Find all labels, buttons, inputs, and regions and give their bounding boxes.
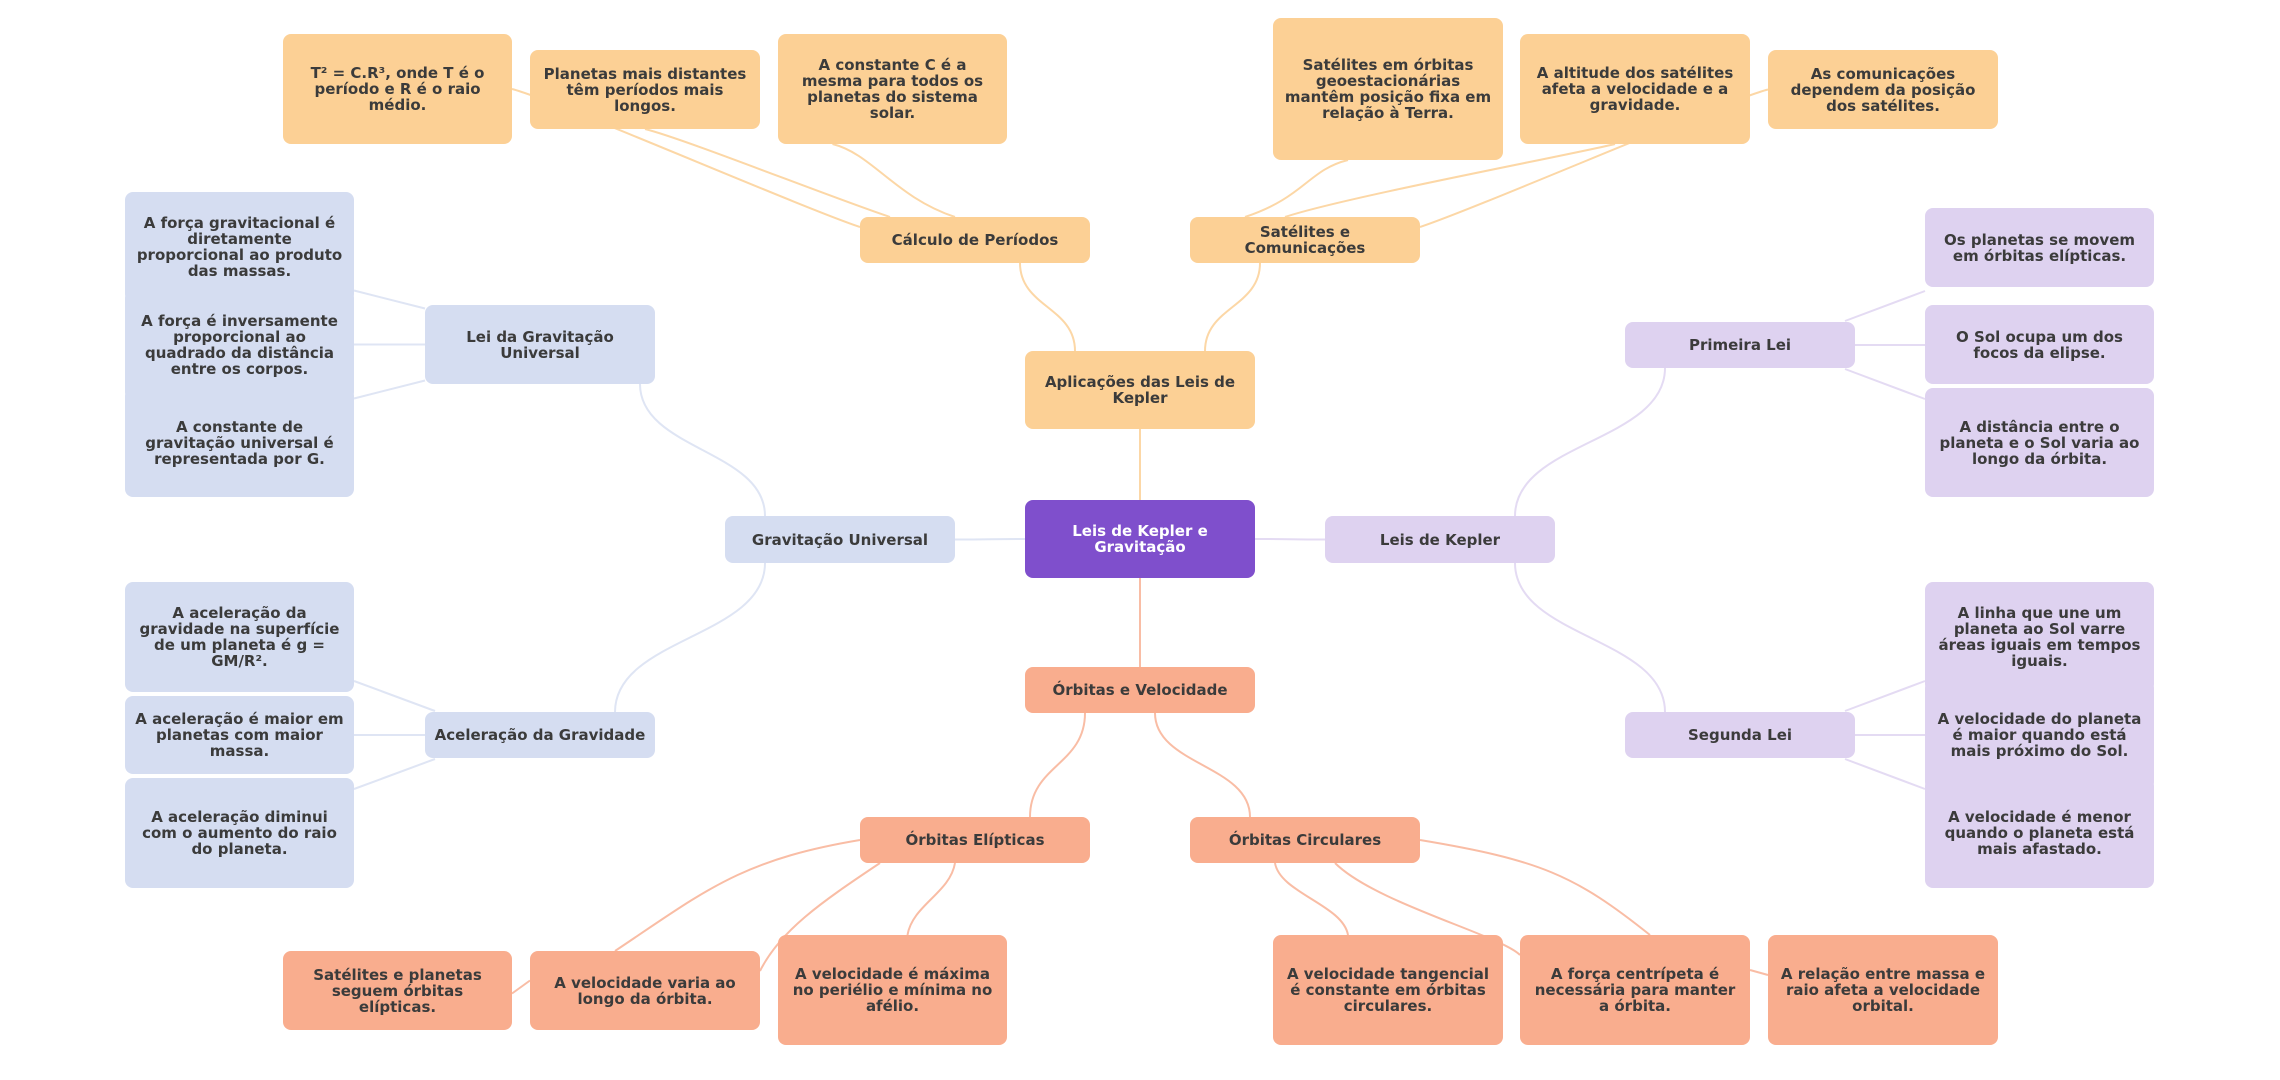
leaf-node[interactable]: Satélites e planetas seguem órbitas elíp… (283, 951, 512, 1030)
leaf-node[interactable]: A força é inversamente proporcional ao q… (125, 290, 354, 400)
topic-gravity-acceleration[interactable]: Aceleração da Gravidade (425, 712, 655, 758)
connector-branch-topic (1514, 367, 1666, 517)
leaf-node[interactable]: A altitude dos satélites afeta a velocid… (1520, 34, 1750, 144)
leaf-node[interactable]: A constante de gravitação universal é re… (125, 388, 354, 497)
connector-topic-leaf (353, 379, 426, 400)
branch-kepler-laws[interactable]: Leis de Kepler (1325, 516, 1555, 563)
leaf-node[interactable]: A velocidade é máxima no periélio e míni… (778, 935, 1007, 1045)
branch-orbits-velocity[interactable]: Órbitas e Velocidade (1025, 667, 1255, 713)
leaf-node[interactable]: A linha que une um planeta ao Sol varre … (1925, 582, 2154, 692)
connector-root-kepler (1254, 538, 1326, 541)
topic-circular-orbits[interactable]: Órbitas Circulares (1190, 817, 1420, 863)
leaf-node[interactable]: A força centrípeta é necessária para man… (1520, 935, 1750, 1045)
connector-topic-leaf (1419, 839, 1651, 936)
connector-topic-leaf (1844, 368, 1926, 400)
connector-branch-topic (1204, 262, 1261, 352)
leaf-node[interactable]: A velocidade do planeta é maior quando e… (1925, 680, 2154, 790)
leaf-node[interactable]: Os planetas se movem em órbitas elíptica… (1925, 208, 2154, 287)
branch-label: Gravitação Universal (751, 530, 929, 549)
topic-label: Órbitas Elípticas (905, 831, 1045, 849)
connector-topic-leaf (1244, 159, 1349, 218)
connector-topic-leaf (353, 680, 436, 712)
leaf-node[interactable]: T² = C.R³, onde T é o período e R é o ra… (283, 34, 512, 144)
connector-branch-topic (1019, 262, 1076, 352)
topic-satellites-communications[interactable]: Satélites e Comunicações (1190, 217, 1420, 263)
topic-label: Cálculo de Períodos (891, 231, 1059, 249)
leaf-node[interactable]: A aceleração diminui com o aumento do ra… (125, 778, 354, 888)
branch-label: Aplicações das Leis de Kepler (1044, 373, 1236, 407)
connector-topic-leaf (1844, 680, 1926, 712)
topic-first-law[interactable]: Primeira Lei (1625, 322, 1855, 368)
connector-topic-leaf (759, 862, 881, 972)
branch-label: Órbitas e Velocidade (1052, 681, 1228, 699)
leaf-node[interactable]: A constante C é a mesma para todos os pl… (778, 34, 1007, 144)
topic-elliptical-orbits[interactable]: Órbitas Elípticas (860, 817, 1090, 863)
leaf-node[interactable]: A aceleração é maior em planetas com mai… (125, 696, 354, 774)
connector-topic-leaf (353, 758, 436, 790)
connector-topic-leaf (614, 839, 861, 952)
leaf-node[interactable]: A relação entre massa e raio afeta a vel… (1768, 935, 1998, 1045)
branch-applications[interactable]: Aplicações das Leis de Kepler (1025, 351, 1255, 429)
connector-root-gravitation (954, 538, 1026, 541)
connector-topic-leaf (1844, 290, 1926, 322)
topic-label: Primeira Lei (1688, 336, 1792, 354)
topic-label: Satélites e Comunicações (1244, 223, 1366, 257)
connector-branch-topic (1029, 712, 1086, 818)
leaf-node[interactable]: A velocidade varia ao longo da órbita. (530, 951, 760, 1030)
topic-period-calculation[interactable]: Cálculo de Períodos (860, 217, 1090, 263)
connector-branch-topic (639, 383, 766, 517)
branch-label: Leis de Kepler (1379, 530, 1501, 549)
topic-label: Segunda Lei (1687, 726, 1793, 744)
connector-topic-leaf (1749, 969, 1769, 976)
leaf-node[interactable]: A distância entre o planeta e o Sol vari… (1925, 388, 2154, 497)
topic-label: Aceleração da Gravidade (434, 726, 646, 744)
connector-topic-leaf (1844, 758, 1926, 790)
connector-topic-leaf (353, 289, 426, 310)
leaf-node[interactable]: O Sol ocupa um dos focos da elipse. (1925, 305, 2154, 384)
root-label: Leis de Kepler e Gravitação (1072, 522, 1208, 556)
root-node[interactable]: Leis de Kepler e Gravitação (1025, 500, 1255, 578)
connector-branch-topic (614, 562, 766, 713)
connector-topic-leaf (1284, 143, 1616, 218)
branch-gravitation[interactable]: Gravitação Universal (725, 516, 955, 563)
topic-second-law[interactable]: Segunda Lei (1625, 712, 1855, 758)
leaf-node[interactable]: A velocidade tangencial é constante em ó… (1273, 935, 1503, 1045)
leaf-node[interactable]: Satélites em órbitas geoestacionárias ma… (1273, 18, 1503, 160)
connector-branch-topic (1514, 562, 1666, 713)
connector-branch-topic (1154, 712, 1251, 818)
leaf-node[interactable]: A aceleração da gravidade na superfície … (125, 582, 354, 692)
leaf-node[interactable]: Planetas mais distantes têm períodos mai… (530, 50, 760, 129)
connector-topic-leaf (906, 862, 956, 936)
connector-topic-leaf (1274, 862, 1349, 936)
topic-label: Órbitas Circulares (1228, 831, 1382, 849)
leaf-node[interactable]: As comunicações dependem da posição dos … (1768, 50, 1998, 129)
connector-topic-leaf (1334, 862, 1521, 956)
topic-label: Lei da Gravitação Universal (466, 327, 614, 362)
leaf-node[interactable]: A velocidade é menor quando o planeta es… (1925, 778, 2154, 888)
connector-topic-leaf (832, 143, 956, 218)
connector-topic-leaf (511, 979, 531, 995)
topic-universal-gravitation-law[interactable]: Lei da Gravitação Universal (425, 305, 655, 384)
leaf-node[interactable]: A força gravitacional é diretamente prop… (125, 192, 354, 302)
connector-topic-leaf (644, 128, 891, 218)
